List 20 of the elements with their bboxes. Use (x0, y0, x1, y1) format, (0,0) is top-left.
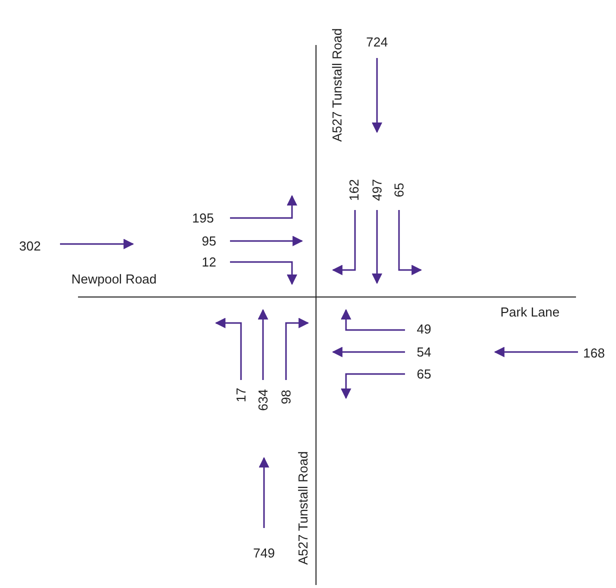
road-name: A527 Tunstall Road (296, 451, 310, 565)
road-name: Park Lane (500, 306, 560, 318)
flow-count: 195 (192, 212, 214, 224)
flow-count: 162 (348, 179, 360, 201)
flow-count: 65 (392, 182, 406, 198)
flow-count: 95 (202, 234, 216, 248)
flow-count: 749 (253, 546, 275, 560)
flow-count: 724 (366, 36, 388, 48)
road-name: Newpool Road (71, 272, 157, 286)
road-name: A527 Tunstall Road (330, 28, 344, 142)
flow-count: 98 (280, 390, 292, 404)
flow-count: 54 (416, 346, 432, 358)
flow-count: 168 (583, 346, 605, 360)
flow-count: 497 (370, 179, 384, 201)
flow-count: 17 (234, 388, 248, 402)
flow-count: 65 (416, 368, 432, 380)
flow-count: 12 (202, 256, 216, 268)
flow-count: 49 (416, 322, 432, 336)
flow-count: 302 (19, 240, 41, 252)
flow-count: 634 (256, 389, 270, 411)
